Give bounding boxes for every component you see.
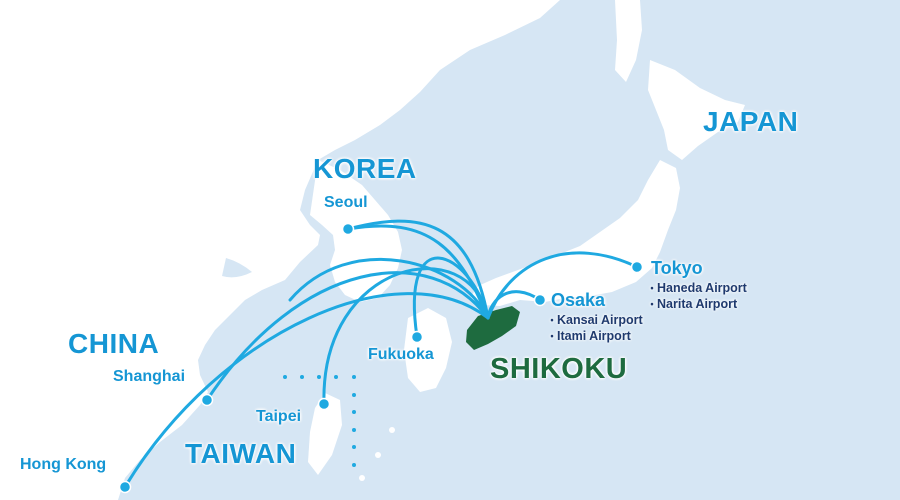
shikoku-region xyxy=(466,306,520,350)
hong-kong-marker[interactable] xyxy=(118,480,132,494)
ryukyu-island xyxy=(389,427,395,433)
city-label-taipei[interactable]: Taipei xyxy=(256,408,302,425)
airport-item-kansai: Kansai Airport xyxy=(547,313,643,329)
airport-item-narita: Narita Airport xyxy=(647,297,747,313)
country-label-china: CHINA xyxy=(68,328,160,359)
tokyo-airport-list: Haneda Airport Narita Airport xyxy=(647,281,747,313)
route-korea-east xyxy=(288,257,490,320)
airport-item-itami: Itami Airport xyxy=(547,329,643,345)
country-label-taiwan: TAIWAN xyxy=(185,438,297,469)
taipei-marker[interactable] xyxy=(317,397,331,411)
route-seoul xyxy=(346,219,490,320)
hokkaido xyxy=(648,60,745,160)
city-label-osaka[interactable]: Osaka xyxy=(551,290,606,310)
taiwan-island xyxy=(308,393,342,475)
city-label-shanghai[interactable]: Shanghai xyxy=(113,368,186,385)
route-seoul-2 xyxy=(346,224,490,320)
seoul-marker[interactable] xyxy=(341,222,355,236)
ryukyu-island xyxy=(375,452,381,458)
mainland-landmass xyxy=(0,0,560,500)
city-label-seoul[interactable]: Seoul xyxy=(324,194,368,211)
route-hong-kong xyxy=(123,292,490,489)
city-label-fukuoka[interactable]: Fukuoka xyxy=(368,346,434,363)
country-label-korea: KOREA xyxy=(313,153,417,184)
route-tokyo xyxy=(486,251,639,320)
city-label-tokyo[interactable]: Tokyo xyxy=(651,258,703,278)
route-shanghai xyxy=(205,271,490,402)
osaka-marker[interactable] xyxy=(533,293,547,307)
korean-peninsula xyxy=(310,160,402,302)
city-label-hong-kong[interactable]: Hong Kong xyxy=(20,456,107,473)
fukuoka-marker[interactable] xyxy=(410,330,424,344)
shikoku-label: SHIKOKU xyxy=(490,353,628,385)
ryukyu-island xyxy=(359,475,365,481)
osaka-airport-list: Kansai Airport Itami Airport xyxy=(547,313,643,345)
sakhalin-island xyxy=(615,0,642,82)
bohai-bay xyxy=(222,258,252,278)
tokyo-marker[interactable] xyxy=(630,260,644,274)
country-label-japan: JAPAN xyxy=(703,106,799,137)
shanghai-marker[interactable] xyxy=(200,393,214,407)
airport-item-haneda: Haneda Airport xyxy=(647,281,747,297)
maritime-border xyxy=(283,375,356,467)
